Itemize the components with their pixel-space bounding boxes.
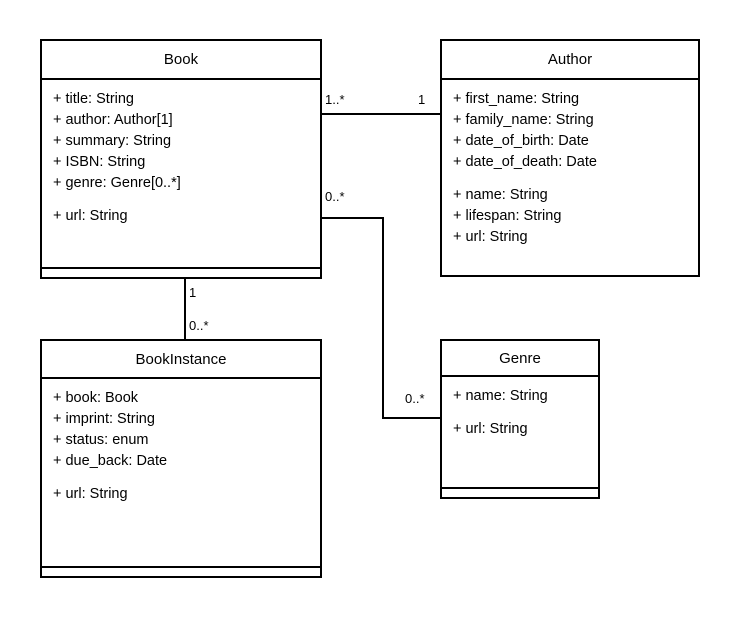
attribute-row: + summary: String	[53, 133, 172, 149]
association-line-book-bookinstance	[184, 277, 186, 341]
class-box-book[interactable]: Book + title: String + author: Author[1]…	[40, 39, 322, 279]
class-name-author: Author	[442, 41, 698, 80]
class-methods-bookinstance	[42, 568, 320, 576]
attribute-row: + book: Book	[53, 390, 139, 406]
attribute-row: + imprint: String	[53, 411, 155, 427]
class-methods-book	[42, 269, 320, 277]
attribute-row: + name: String	[453, 388, 548, 404]
attribute-row: + lifespan: String	[453, 208, 562, 224]
attribute-spacer	[453, 173, 687, 185]
class-box-genre[interactable]: Genre + name: String + url: String	[440, 339, 600, 499]
attribute-row: + genre: Genre[0..*]	[53, 175, 181, 191]
multiplicity-book-bookinstance-source: 1	[189, 285, 197, 300]
multiplicity-book-genre-source: 0..*	[325, 189, 345, 204]
attribute-row: + date_of_birth: Date	[453, 133, 589, 149]
attribute-row: + status: enum	[53, 432, 149, 448]
attribute-spacer	[453, 407, 587, 419]
attribute-row: + due_back: Date	[53, 453, 168, 469]
association-line-book-author	[320, 113, 442, 115]
attribute-row: + family_name: String	[453, 112, 594, 128]
multiplicity-book-author-source: 1..*	[325, 92, 345, 107]
attribute-row: + url: String	[453, 229, 528, 245]
class-name-bookinstance: BookInstance	[42, 341, 320, 379]
attribute-row: + title: String	[53, 91, 134, 107]
class-box-author[interactable]: Author + first_name: String + family_nam…	[440, 39, 700, 277]
attribute-row: + date_of_death: Date	[453, 154, 597, 170]
class-attributes-bookinstance: + book: Book + imprint: String + status:…	[42, 379, 320, 568]
attribute-spacer	[53, 194, 309, 206]
attribute-row: + ISBN: String	[53, 154, 146, 170]
class-box-bookinstance[interactable]: BookInstance + book: Book + imprint: Str…	[40, 339, 322, 578]
class-attributes-author: + first_name: String + family_name: Stri…	[442, 80, 698, 275]
attribute-spacer	[53, 472, 309, 484]
class-methods-genre	[442, 489, 598, 497]
attribute-row: + author: Author[1]	[53, 112, 173, 128]
association-line-book-genre-segment-3	[382, 417, 442, 419]
multiplicity-book-genre-target: 0..*	[405, 391, 425, 406]
class-name-book: Book	[42, 41, 320, 80]
attribute-row: + name: String	[453, 187, 548, 203]
attribute-row: + first_name: String	[453, 91, 580, 107]
class-name-genre: Genre	[442, 341, 598, 377]
association-line-book-genre-segment-2	[382, 217, 384, 419]
attribute-row: + url: String	[53, 208, 128, 224]
attribute-row: + url: String	[453, 421, 528, 437]
association-line-book-genre-segment-1	[320, 217, 384, 219]
multiplicity-book-author-target: 1	[418, 92, 426, 107]
class-attributes-book: + title: String + author: Author[1] + su…	[42, 80, 320, 269]
class-attributes-genre: + name: String + url: String	[442, 377, 598, 489]
attribute-row: + url: String	[53, 486, 128, 502]
multiplicity-book-bookinstance-target: 0..*	[189, 318, 209, 333]
